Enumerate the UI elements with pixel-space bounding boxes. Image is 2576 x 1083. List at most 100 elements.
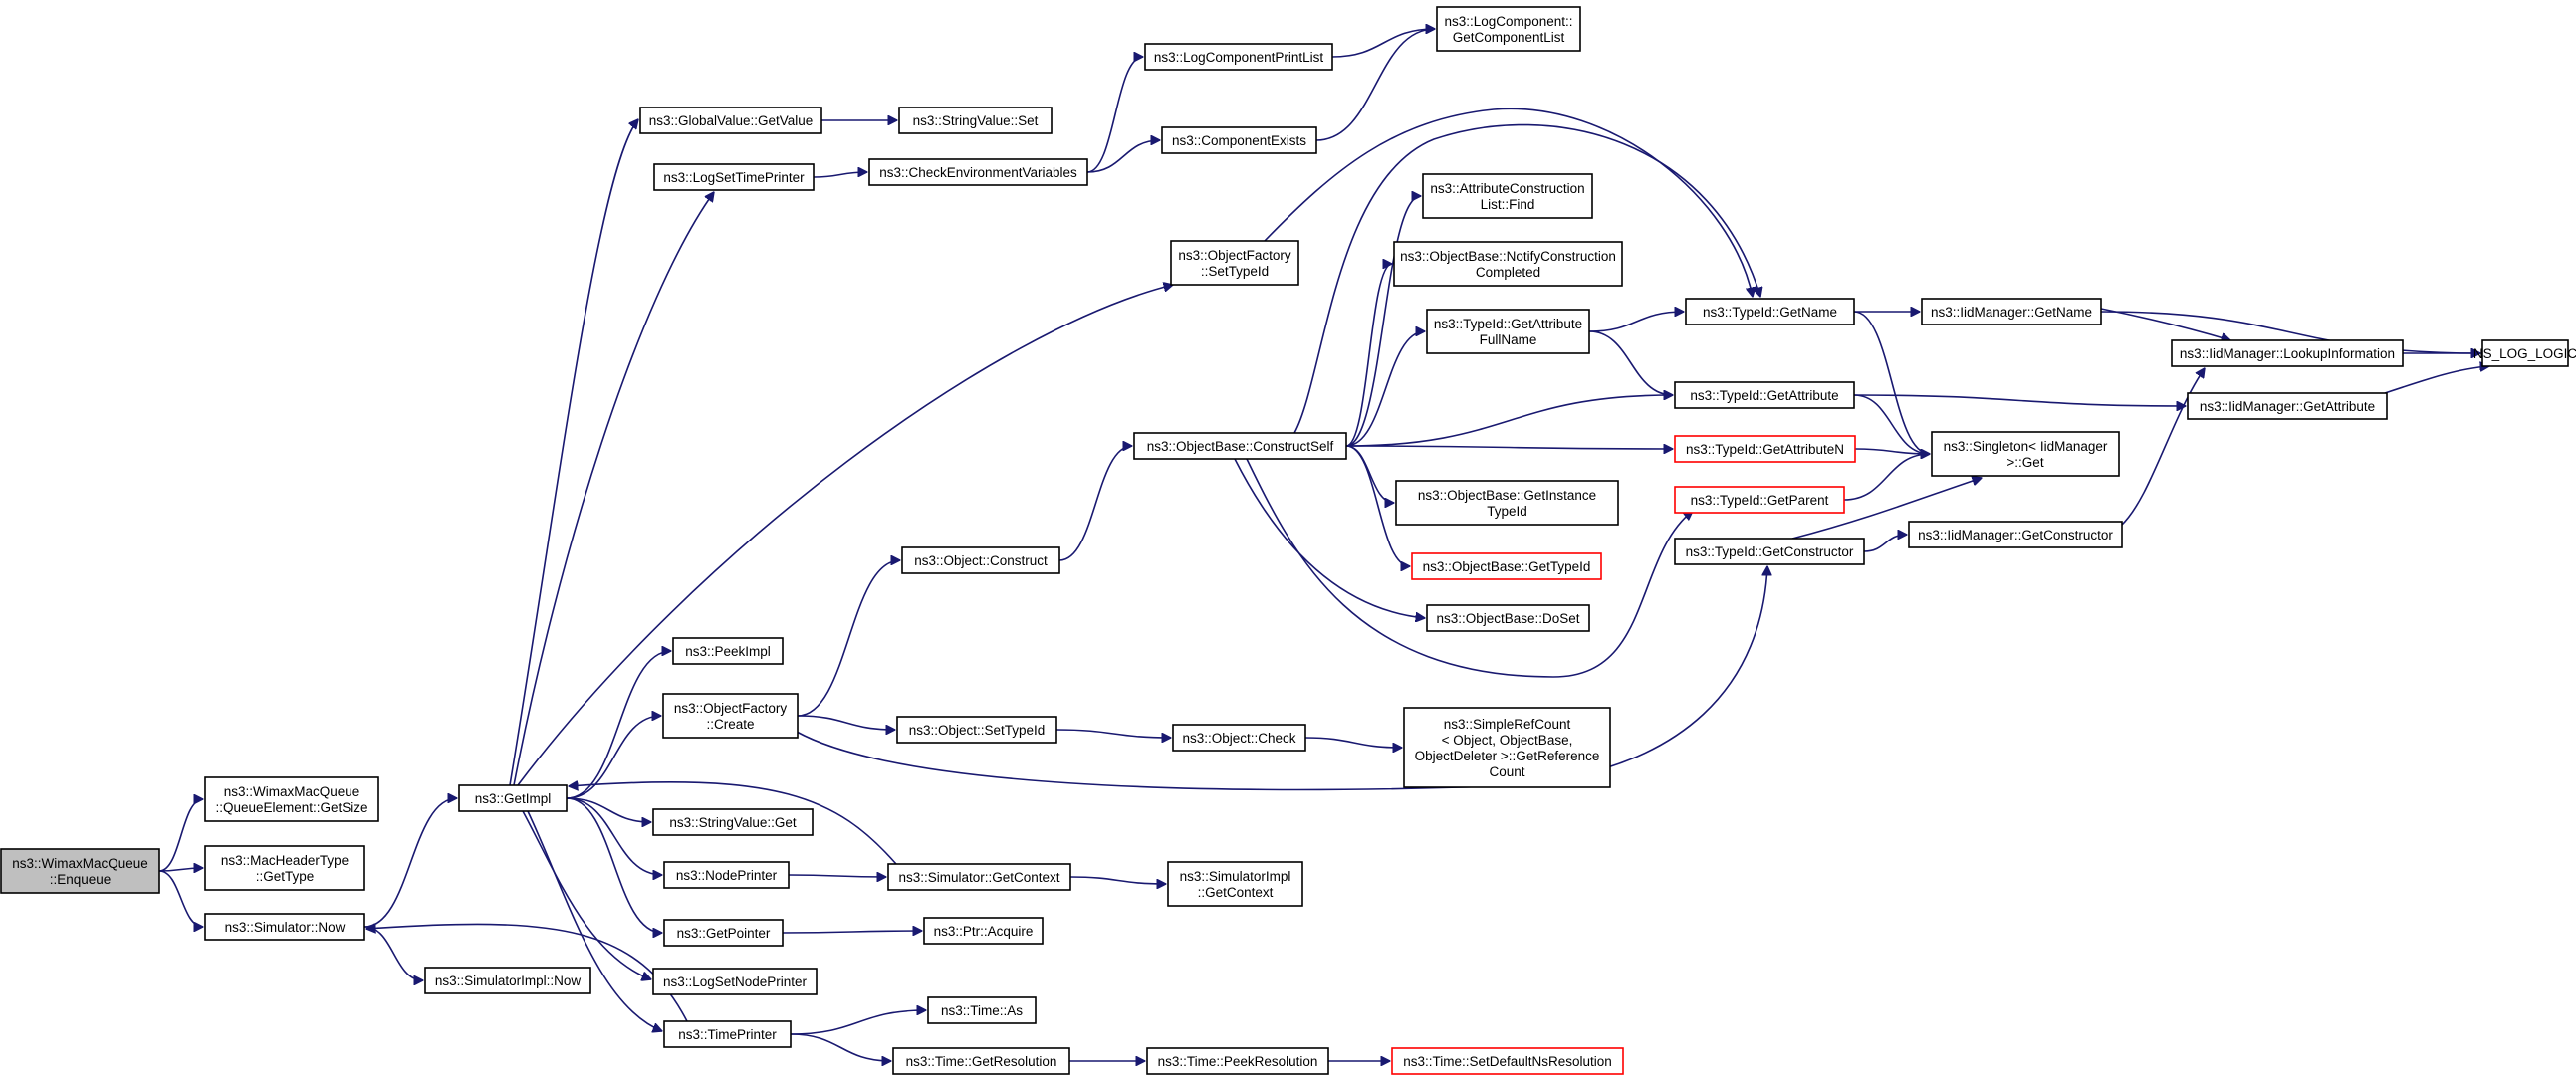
node-label: ns3::TimePrinter: [678, 1027, 777, 1042]
node-ns3-simulatorimpl-getcontext[interactable]: ns3::SimulatorImpl::GetContext: [1167, 861, 1303, 907]
node-ns3-object-settypeid[interactable]: ns3::Object::SetTypeId: [896, 716, 1057, 744]
node-ns3-checkenvironmentvariables[interactable]: ns3::CheckEnvironmentVariables: [868, 158, 1088, 186]
edge-simnow-to-getimpl: [363, 798, 457, 928]
node-ns3-typeid-getattributen[interactable]: ns3::TypeId::GetAttributeN: [1674, 435, 1856, 463]
node-ns3-simulator-now[interactable]: ns3::Simulator::Now: [204, 913, 365, 941]
node-label: ns3::PeekImpl: [685, 644, 771, 659]
edge-getimpl-to-ofsettypeid: [517, 285, 1173, 786]
node-label: ::GetContext: [1198, 885, 1274, 900]
node-label: ns3::SimpleRefCount: [1444, 717, 1571, 732]
node-label: ns3::TypeId::GetAttribute: [1434, 317, 1582, 331]
edge-simnow-to-simimplnow: [363, 926, 423, 980]
node-ns3-stringvalue-set[interactable]: ns3::StringValue::Set: [898, 107, 1053, 134]
node-ns3-simulatorimpl-now[interactable]: ns3::SimulatorImpl::Now: [424, 967, 591, 994]
edge-getpointer-to-ptracquire: [782, 931, 922, 933]
node-ns-log-logic[interactable]: NS_LOG_LOGIC: [2473, 339, 2576, 367]
node-ns3-iidmanager-getconstructor[interactable]: ns3::IidManager::GetConstructor: [1908, 521, 2123, 548]
node-ns3-logcomponent-getcomponentlist[interactable]: ns3::LogComponent::GetComponentList: [1436, 6, 1581, 52]
edge-nodeprinter-to-simgetctx: [788, 875, 886, 877]
node-box: [1674, 381, 1855, 409]
node-ns3-iidmanager-getattribute[interactable]: ns3::IidManager::GetAttribute: [2187, 392, 2388, 420]
node-label: GetComponentList: [1453, 30, 1565, 45]
node-label: FullName: [1480, 332, 1537, 347]
node-label: ns3::ObjectFactory: [674, 701, 788, 716]
node-label: ns3::SimulatorImpl: [1180, 869, 1291, 884]
node-ns3-timeprinter[interactable]: ns3::TimePrinter: [663, 1020, 792, 1048]
node-ns3-object-construct[interactable]: ns3::Object::Construct: [901, 546, 1060, 574]
node-ns3-nodeprinter[interactable]: ns3::NodePrinter: [663, 861, 790, 889]
node-box: [927, 996, 1037, 1024]
node-label: ns3::SimulatorImpl::Now: [435, 974, 582, 988]
edge-compexists-to-logcompget: [1315, 29, 1435, 141]
node-ns3-typeid-getattribute[interactable]: ns3::TypeId::GetAttribute: [1674, 381, 1855, 409]
edge-obconstructself-to-tidgetattr: [1345, 395, 1673, 447]
node-ns3-wimaxmacqueue-queueelement-getsize[interactable]: ns3::WimaxMacQueue::QueueElement::GetSiz…: [204, 776, 379, 822]
node-label: ns3::Time::PeekResolution: [1158, 1054, 1318, 1069]
node-ns3-objectbase-gettypeid[interactable]: ns3::ObjectBase::GetTypeId: [1411, 552, 1602, 580]
edge-objcheck-to-simplerefcount: [1304, 737, 1402, 748]
edge-getimpl-to-timeprinter: [527, 810, 662, 1031]
nodes-layer: ns3::WimaxMacQueue::Enqueuens3::WimaxMac…: [0, 6, 2576, 1075]
node-ns3-objectfactory-settypeid[interactable]: ns3::ObjectFactory::SetTypeId: [1170, 240, 1299, 286]
node-ns3-objectfactory-create[interactable]: ns3::ObjectFactory::Create: [662, 693, 799, 739]
node-label: ns3::ObjectBase::GetInstance: [1418, 488, 1596, 503]
node-ns3-typeid-getname[interactable]: ns3::TypeId::GetName: [1685, 298, 1855, 325]
node-box: [1674, 538, 1865, 565]
node-ns3-iidmanager-lookupinformation[interactable]: ns3::IidManager::LookupInformation: [2171, 339, 2404, 367]
node-ns3-getimpl[interactable]: ns3::GetImpl: [458, 784, 568, 812]
node-box: [0, 848, 160, 894]
node-label: ns3::MacHeaderType: [221, 853, 349, 868]
edge-objsettypeid-to-objcheck: [1055, 729, 1171, 738]
node-box: [662, 693, 799, 739]
edge-checkenv-to-compexists: [1086, 140, 1160, 173]
node-box: [663, 919, 784, 947]
node-label: ns3::GetPointer: [677, 926, 771, 941]
edge-tidgetparent-to-singleton: [1843, 454, 1930, 501]
edge-logcompprint-to-logcompget: [1331, 29, 1435, 58]
node-label: List::Find: [1481, 197, 1535, 212]
node-ns3-time-getresolution[interactable]: ns3::Time::GetResolution: [892, 1047, 1070, 1075]
node-ns3-object-check[interactable]: ns3::Object::Check: [1172, 724, 1306, 752]
node-ns3-objectbase-doset[interactable]: ns3::ObjectBase::DoSet: [1426, 604, 1590, 632]
node-ns3-logsetnodeprinter[interactable]: ns3::LogSetNodePrinter: [652, 968, 818, 995]
node-ns3-time-peekresolution[interactable]: ns3::Time::PeekResolution: [1146, 1047, 1329, 1075]
edge-ofcreate-to-objconstruct: [797, 560, 900, 717]
node-ns3-wimaxmacqueue-enqueue[interactable]: ns3::WimaxMacQueue::Enqueue: [0, 848, 160, 894]
node-ns3-globalvalue-getvalue[interactable]: ns3::GlobalValue::GetValue: [639, 107, 822, 134]
node-ns3-iidmanager-getname[interactable]: ns3::IidManager::GetName: [1921, 298, 2102, 325]
node-ns3-macheadertype-gettype[interactable]: ns3::MacHeaderType::GetType: [204, 845, 365, 891]
node-label: ns3::WimaxMacQueue: [12, 856, 148, 871]
node-ns3-time-as[interactable]: ns3::Time::As: [927, 996, 1037, 1024]
node-ns3-stringvalue-get[interactable]: ns3::StringValue::Get: [652, 808, 814, 836]
node-ns3-componentexists[interactable]: ns3::ComponentExists: [1161, 126, 1317, 154]
node-box: [923, 917, 1044, 945]
node-ns3-time-setdefaultnsresolution[interactable]: ns3::Time::SetDefaultNsResolution: [1391, 1047, 1624, 1075]
node-ns3-typeid-getconstructor[interactable]: ns3::TypeId::GetConstructor: [1674, 538, 1865, 565]
node-box: [1436, 6, 1581, 52]
node-box: [639, 107, 822, 134]
node-box: [1172, 724, 1306, 752]
node-label: ns3::LogSetTimePrinter: [663, 170, 805, 185]
node-ns3-simulator-getcontext[interactable]: ns3::Simulator::GetContext: [887, 863, 1071, 891]
node-box: [1411, 552, 1602, 580]
node-ns3-typeid-getparent[interactable]: ns3::TypeId::GetParent: [1674, 486, 1845, 514]
node-ns3-singleton-iidmanager-get[interactable]: ns3::Singleton< IidManager>::Get: [1931, 431, 2120, 477]
node-ns3-objectbase-constructself[interactable]: ns3::ObjectBase::ConstructSelf: [1133, 432, 1347, 460]
node-label: ns3::CheckEnvironmentVariables: [879, 165, 1077, 180]
node-ns3-logcomponentprintlist[interactable]: ns3::LogComponentPrintList: [1144, 43, 1333, 71]
node-box: [2481, 339, 2569, 367]
node-label: ns3::ComponentExists: [1172, 133, 1306, 148]
node-ns3-objectbase-notifyconstruction-completed[interactable]: ns3::ObjectBase::NotifyConstructionCompl…: [1393, 241, 1623, 287]
node-ns3-getpointer[interactable]: ns3::GetPointer: [663, 919, 784, 947]
node-box: [1426, 309, 1590, 354]
node-ns3-logsettimeprinter[interactable]: ns3::LogSetTimePrinter: [653, 163, 815, 191]
node-ns3-ptr-acquire[interactable]: ns3::Ptr::Acquire: [923, 917, 1044, 945]
node-label: ns3::Object::Check: [1182, 731, 1295, 746]
edge-obconstructself-to-obgetinst: [1345, 445, 1394, 503]
node-ns3-peekimpl[interactable]: ns3::PeekImpl: [672, 637, 784, 665]
node-ns3-simplerefcount-object-objectbase-objectdeleter-getreference-count[interactable]: ns3::SimpleRefCount< Object, ObjectBase,…: [1403, 707, 1611, 788]
node-label: ::GetType: [256, 869, 315, 884]
